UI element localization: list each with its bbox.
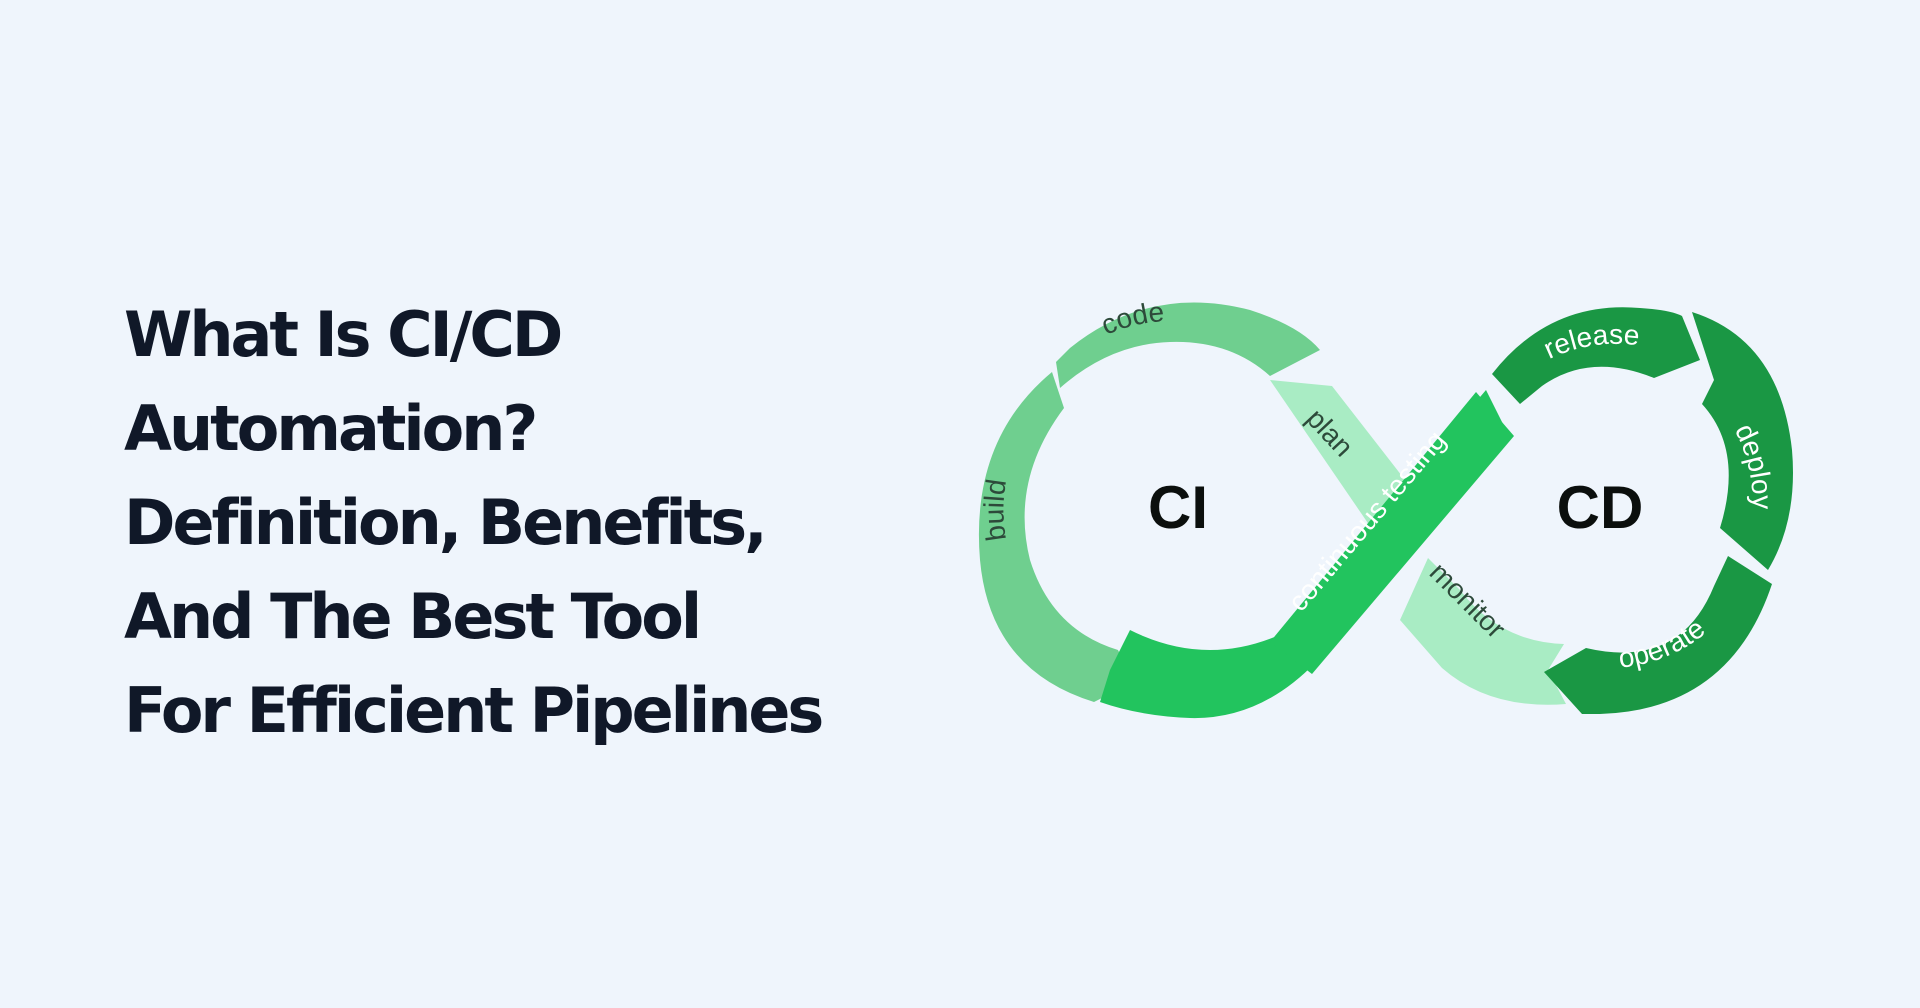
- title-line-4: And The Best Tool: [124, 580, 702, 653]
- stage-build-label: build: [978, 477, 1012, 543]
- cd-hub: [1482, 384, 1718, 620]
- ci-hub: [1060, 384, 1296, 620]
- release-segment: [1492, 307, 1700, 404]
- title-line-2: Automation?: [124, 392, 538, 465]
- title-line-3: Definition, Benefits,: [124, 486, 768, 559]
- build-segment: [978, 372, 1134, 702]
- monitor-segment: [1400, 558, 1566, 705]
- code-segment: [1056, 302, 1320, 388]
- title-line-1: What Is CI/CD: [124, 298, 563, 371]
- infinity-loop-svg: CI CD code build plan continuous testing…: [978, 296, 1793, 719]
- operate-segment: [1544, 556, 1772, 714]
- page-title: What Is CI/CD Automation? Definition, Be…: [124, 288, 884, 758]
- cicd-infinity-diagram: CI CD code build plan continuous testing…: [960, 290, 1820, 740]
- deploy-segment: [1692, 312, 1793, 570]
- ci-label: CI: [1148, 474, 1208, 541]
- cd-label: CD: [1557, 474, 1644, 541]
- continuous-testing-band: [1270, 392, 1514, 674]
- title-line-5: For Efficient Pipelines: [124, 674, 824, 747]
